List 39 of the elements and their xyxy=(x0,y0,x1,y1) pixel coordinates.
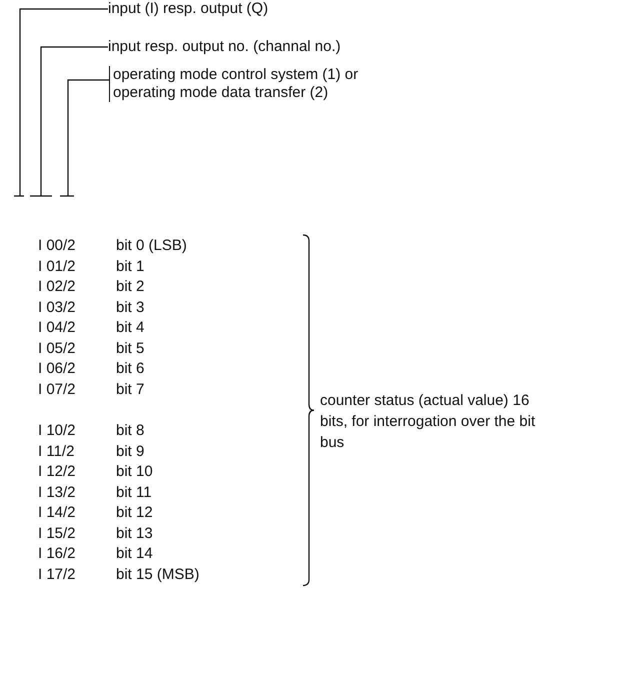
bit-label: bit 0 (LSB) xyxy=(116,237,187,255)
address-label: I 14/2 xyxy=(38,504,76,522)
bit-label: bit 6 xyxy=(116,360,144,378)
address-label: I 13/2 xyxy=(38,484,76,502)
annotation-text: input (I) resp. output (Q) xyxy=(108,0,268,18)
address-label: I 17/2 xyxy=(38,566,76,584)
address-label: I 16/2 xyxy=(38,545,76,563)
bit-label: bit 11 xyxy=(116,484,152,502)
bit-label: bit 10 xyxy=(116,463,153,481)
bit-label: bit 9 xyxy=(116,442,144,460)
bit-label: bit 4 xyxy=(116,319,144,337)
address-label: I 06/2 xyxy=(38,360,76,378)
bit-label: bit 14 xyxy=(116,545,153,563)
address-label: I 10/2 xyxy=(38,422,76,440)
address-label: I 12/2 xyxy=(38,463,76,481)
bit-label: bit 1 xyxy=(116,258,144,276)
bit-label: bit 3 xyxy=(116,298,144,316)
brace-note: counter status (actual value) 16 bits, for interrogation over the bit bus xyxy=(320,391,536,454)
annotation-text: input resp. output no. (channal no.) xyxy=(108,38,341,56)
address-label: I 07/2 xyxy=(38,380,76,398)
bit-label: bit 13 xyxy=(116,524,153,542)
leader-line xyxy=(67,79,109,196)
leader-line xyxy=(40,46,108,196)
address-label: I 05/2 xyxy=(38,340,76,358)
leader-line xyxy=(19,8,108,196)
address-label: I 15/2 xyxy=(38,524,76,542)
address-label: I 11/2 xyxy=(38,442,74,460)
bit-label: bit 15 (MSB) xyxy=(116,566,200,584)
address-label: I 04/2 xyxy=(38,319,76,337)
address-label: I 01/2 xyxy=(38,258,76,276)
annotation-text: operating mode control system (1) or operating mode data transfer (2) xyxy=(109,66,393,102)
bit-label: bit 5 xyxy=(116,340,144,358)
bit-label: bit 7 xyxy=(116,380,144,398)
address-label: I 03/2 xyxy=(38,298,76,316)
address-label: I 02/2 xyxy=(38,278,76,296)
bit-label: bit 2 xyxy=(116,278,144,296)
address-label: I 00/2 xyxy=(38,237,76,255)
bit-label: bit 12 xyxy=(116,504,153,522)
bit-label: bit 8 xyxy=(116,422,144,440)
